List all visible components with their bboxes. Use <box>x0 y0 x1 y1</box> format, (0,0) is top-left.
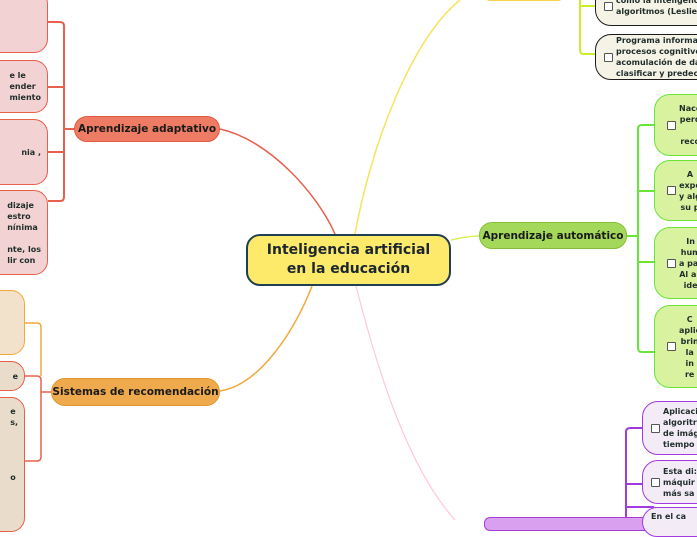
checkbox-icon[interactable] <box>651 477 660 487</box>
checkbox-icon[interactable] <box>667 342 676 351</box>
topic-computer-vision[interactable] <box>484 517 654 531</box>
subtopic-recommendation-2[interactable]: e <box>0 361 25 391</box>
topic-label: Aprendizaje automático <box>482 229 624 242</box>
central-topic-label: Inteligencia artificial en la educación <box>266 242 431 277</box>
topic-machine-learning[interactable]: Aprendizaje automático <box>479 222 627 249</box>
checkbox-icon[interactable] <box>667 258 676 268</box>
checkbox-icon[interactable] <box>667 186 676 195</box>
connector-root-vision <box>355 285 456 520</box>
subtopic-ml-3[interactable]: In hum a par Al au ide <box>654 227 697 299</box>
connector-root-ml <box>450 235 480 241</box>
subtopic-recommendation-3[interactable]: e s, o <box>0 397 25 532</box>
subtopic-vision-2[interactable]: Esta di: máquir más sa <box>642 460 697 504</box>
connector-root-adaptive <box>219 128 336 235</box>
connector-root-recommendation <box>219 285 313 392</box>
connector-lines <box>25 0 654 520</box>
subtopic-vision-3[interactable]: En el ca <box>642 507 697 537</box>
topic-label: Sistemas de recomendación <box>52 386 219 398</box>
subtopic-ml-2[interactable]: A expe y alg su p <box>654 160 697 221</box>
checkbox-icon[interactable] <box>667 120 676 130</box>
central-topic[interactable]: Inteligencia artificial en la educación <box>246 234 451 286</box>
checkbox-icon[interactable] <box>651 423 660 433</box>
subtopic-definition-2[interactable]: Programa informatic procesos cognitivos … <box>595 34 697 80</box>
topic-recommendation-systems[interactable]: Sistemas de recomendación <box>51 378 220 406</box>
subtopic-ml-4[interactable]: C aplic brin la in re <box>654 305 697 388</box>
subtopic-definition-1[interactable]: como la inteligenci algoritmos (Leslie e <box>595 0 697 26</box>
subtopic-adaptive-3[interactable]: nia , <box>0 119 48 185</box>
subtopic-recommendation-1[interactable] <box>0 290 25 355</box>
subtopic-adaptive-1[interactable]: n n <box>0 0 48 53</box>
subtopic-adaptive-2[interactable]: e le ender miento <box>0 60 48 113</box>
checkbox-icon[interactable] <box>604 1 613 11</box>
subtopic-adaptive-4[interactable]: dizaje estro nínima nte, los lir con <box>0 190 48 275</box>
subtopic-vision-1[interactable]: Aplicaci algoritr de imág tiempo <box>642 401 697 455</box>
connector-root-definitions <box>354 0 461 235</box>
subtopic-ml-1[interactable]: Nace perd reco <box>654 94 697 156</box>
checkbox-icon[interactable] <box>604 52 613 62</box>
topic-adaptive-learning[interactable]: Aprendizaje adaptativo <box>74 116 220 142</box>
topic-definitions[interactable] <box>484 0 564 1</box>
topic-label: Aprendizaje adaptativo <box>77 123 217 135</box>
